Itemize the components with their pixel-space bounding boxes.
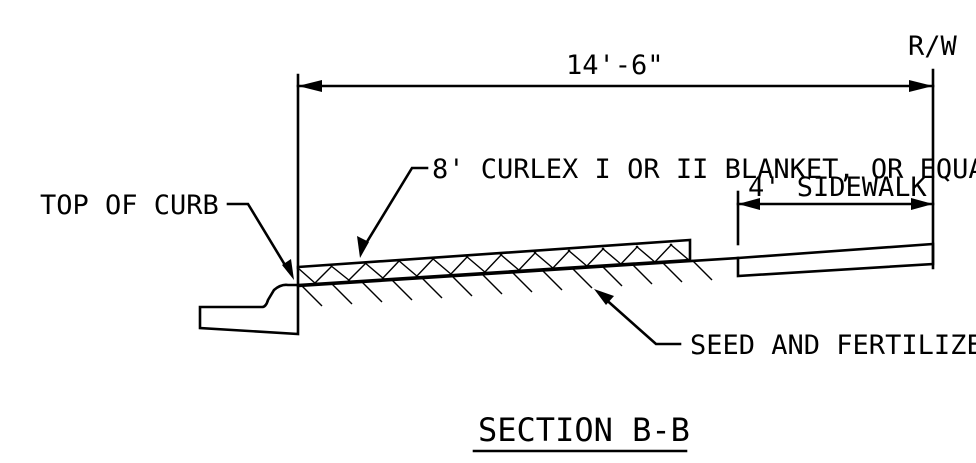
- hatch: [481, 273, 503, 295]
- hatch: [297, 267, 317, 285]
- hatch: [347, 262, 367, 282]
- top-of-curb-label: TOP OF CURB: [40, 190, 219, 221]
- hatch: [361, 281, 383, 303]
- hatch: [331, 283, 353, 305]
- seed-leader-arrow: [594, 289, 614, 305]
- hatch: [421, 277, 443, 299]
- blanket-leader: [360, 166, 429, 252]
- top-of-curb-leader: [226, 202, 290, 272]
- hatch: [397, 259, 419, 278]
- hatch: [533, 251, 555, 270]
- hatch: [619, 245, 639, 266]
- hatch: [567, 249, 589, 268]
- sidewalk-arrow-right: [911, 198, 933, 210]
- soil-hatch: [301, 259, 713, 307]
- hatch: [465, 255, 487, 274]
- blanket-leader-arrow: [357, 236, 369, 258]
- hatch: [415, 257, 435, 278]
- hatch: [483, 253, 503, 274]
- hatch: [551, 249, 571, 270]
- hatch: [381, 259, 401, 280]
- hatch: [691, 259, 713, 281]
- row-label: R/W: [908, 31, 958, 62]
- hatch: [363, 261, 385, 280]
- hatch: [517, 251, 537, 272]
- hatch: [541, 269, 563, 291]
- hatch: [635, 245, 657, 264]
- hatch: [301, 285, 323, 307]
- top-of-curb-arrow: [282, 259, 294, 280]
- seed-label: SEED AND FERTILIZE: [690, 330, 976, 361]
- hatch: [601, 247, 623, 266]
- blanket-layer: [296, 238, 692, 287]
- hatch: [585, 247, 605, 268]
- hatch: [653, 243, 673, 264]
- dimension-arrow-right: [909, 80, 933, 92]
- dimension-arrow-left: [298, 80, 322, 92]
- blanket-label: 8' CURLEX I OR II BLANKET, OR EQUAL: [432, 154, 976, 185]
- hatch: [329, 264, 351, 282]
- blanket-crosshatch: [297, 243, 691, 285]
- hatch: [391, 279, 413, 301]
- hatch: [313, 265, 333, 285]
- hatch: [451, 275, 473, 297]
- seed-leader: [600, 294, 682, 346]
- hatch: [449, 255, 469, 276]
- hatch: [571, 267, 593, 289]
- hatch: [601, 265, 623, 287]
- hatch: [499, 253, 521, 272]
- hatch: [511, 271, 533, 293]
- sidewalk-slab: [736, 242, 935, 278]
- sidewalk-label: 4' SIDEWALK: [748, 172, 928, 203]
- overall-dimension-text: 14'-6": [566, 50, 664, 81]
- curb-profile: [198, 283, 300, 336]
- sidewalk-arrow-left: [738, 198, 760, 210]
- hatch: [431, 257, 453, 276]
- hatch: [631, 263, 653, 285]
- section-title: SECTION B-B: [478, 411, 690, 449]
- hatch: [669, 243, 691, 262]
- hatch: [661, 261, 683, 283]
